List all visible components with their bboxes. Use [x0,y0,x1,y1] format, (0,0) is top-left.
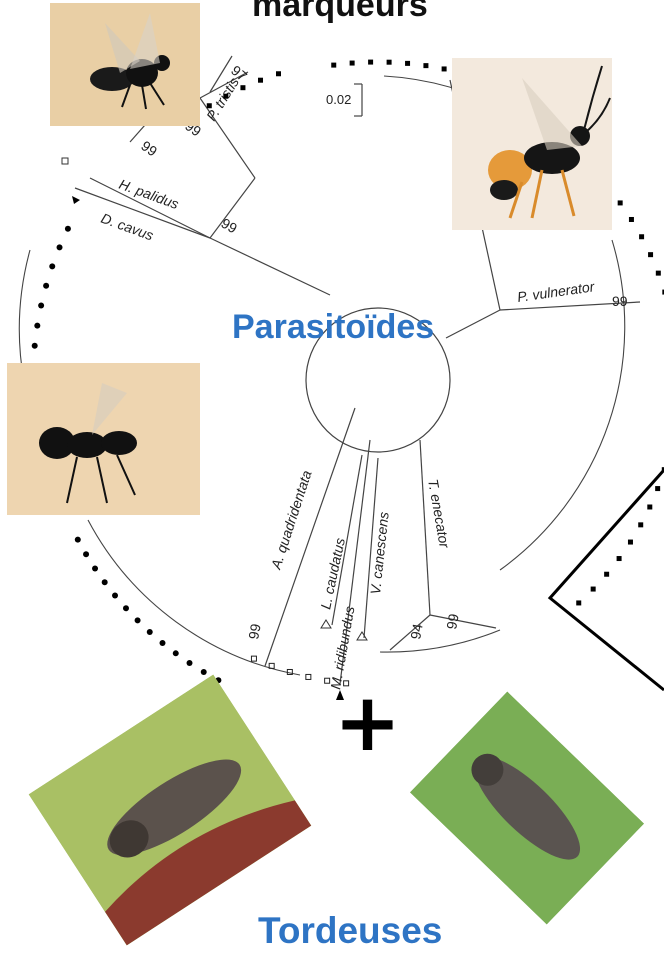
tip-marker [38,303,44,309]
tip-marker [75,537,81,543]
label-p-tristis: P. tristis [203,74,242,123]
wasp-1-illustration [50,3,200,126]
tip-marker [656,271,661,276]
tip-marker [92,565,98,571]
tip-marker [617,556,622,561]
open-triangle-marker-2 [357,632,367,640]
wasp-photo-2 [452,58,612,230]
tip-marker [638,522,643,527]
tip-marker [251,656,256,661]
parasitoides-title: Parasitoïdes [232,308,434,347]
tip-marker [32,343,38,349]
label-t-enecator: T. enecator [425,478,453,551]
tip-marker [276,71,281,76]
tip-marker [147,629,153,635]
tip-marker [655,486,660,491]
tip-marker [65,226,71,232]
branch-t-enecator-tip [430,615,496,628]
plus-sign: + [334,683,401,763]
tip-marker [591,587,596,592]
label-v-canescens: V. canescens [367,511,392,595]
tip-marker [442,66,447,71]
tip-marker [604,572,609,577]
tip-marker [648,252,653,257]
tip-marker [331,63,336,68]
tip-marker [187,660,193,666]
wasp-2-illustration [452,58,612,230]
tip-marker [368,60,373,65]
tip-marker [628,540,633,545]
scale-bar [354,84,362,116]
branch-upper-left-stem [210,238,330,295]
wasp-3-illustration [7,363,200,515]
tordeuses-title: Tordeuses [258,910,442,952]
branch-right-stem [446,310,500,338]
tip-marker [49,263,55,269]
open-square-marker [62,158,68,164]
wasp-photo-3 [7,363,200,515]
tip-marker [159,640,165,646]
tip-marker [639,234,644,239]
tip-marker [173,650,179,656]
tip-marker [223,94,228,99]
branch-t-enecator [420,440,430,615]
bootstrap-5: 99 [612,293,628,309]
tip-marker [123,605,129,611]
open-triangle-marker-1 [321,620,331,628]
label-a-quadridentata: A. quadridentata [267,468,314,572]
scale-bar-label: 0.02 [326,92,351,107]
tip-marker [34,323,40,329]
tip-marker [423,63,428,68]
tip-marker [618,200,623,205]
tip-marker [207,103,212,108]
bootstrap-4: 99 [219,215,241,237]
triangle-marker-d-cavus [72,196,80,204]
branch-sub-2 [130,125,145,142]
bootstrap-3: 99 [138,137,160,159]
tip-marker [350,61,355,66]
tip-marker [112,593,118,599]
bootstrap-7: 99 [443,612,461,630]
bootstrap-6: 99 [245,622,263,640]
label-p-vulnerator: P. vulnerator [516,278,596,305]
tip-marker [576,600,581,605]
tip-marker [201,669,207,675]
tip-marker [135,617,141,623]
label-l-caudatus: L. caudatus [317,536,348,610]
arc-bottom [380,630,500,652]
tip-marker [387,60,392,65]
tip-marker [83,551,89,557]
tip-marker [258,78,263,83]
tip-marker [102,579,108,585]
wasp-photo-1 [50,3,200,126]
tip-marker [43,283,49,289]
tip-marker [240,85,245,90]
tip-marker [647,504,652,509]
tip-marker [629,217,634,222]
tip-marker [405,61,410,66]
tip-marker [57,244,63,250]
tip-marker [306,674,311,679]
top-heading: marqueurs [252,0,428,25]
bootstrap-8: 94 [407,622,425,640]
arc-lower-left [88,520,300,675]
